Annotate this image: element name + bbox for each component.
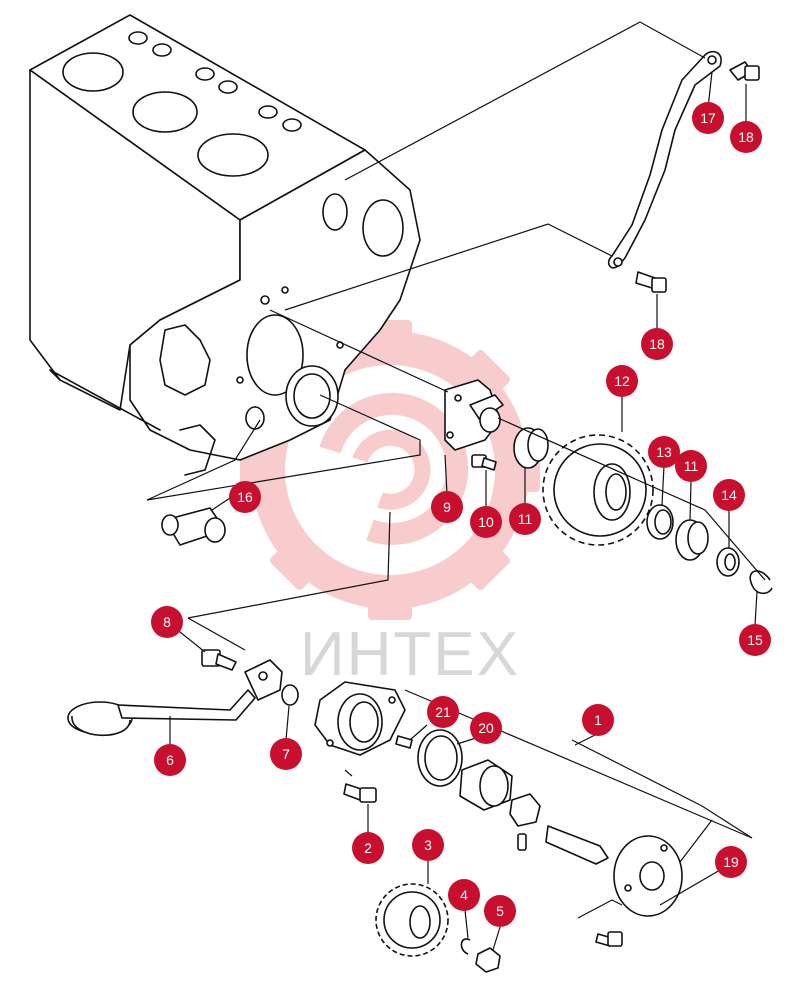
bolt-8: [201, 649, 237, 671]
callout-8-label: 8: [163, 614, 171, 630]
callout-5-label: 5: [496, 903, 504, 919]
washer-14: [716, 547, 740, 577]
callout-13: 13: [648, 436, 680, 468]
callout-4-label: 4: [460, 887, 468, 903]
callout-12: 12: [606, 365, 638, 397]
callout-20-label: 20: [478, 720, 494, 736]
callout-19-label: 19: [723, 854, 739, 870]
callout-11-left: 11: [509, 503, 541, 535]
pump-shaft: [545, 825, 609, 865]
callout-12-label: 12: [614, 373, 630, 389]
engine-block: [29, 14, 421, 476]
callout-18-upper-label: 18: [738, 129, 754, 145]
nut-5: [475, 947, 501, 973]
callout-11-right: 11: [675, 450, 707, 482]
callout-5: 5: [484, 895, 516, 927]
snap-ring-4: [460, 938, 471, 955]
bolt-2: [343, 783, 377, 803]
bearing-11-right: [675, 519, 709, 561]
o-ring-7: [281, 684, 299, 706]
callout-17-label: 17: [700, 110, 716, 126]
pump-cover-19: [613, 835, 683, 917]
callout-8: 8: [151, 606, 183, 638]
callout-2: 2: [352, 832, 384, 864]
callout-21-label: 21: [435, 704, 451, 720]
callout-pointers: [169, 71, 758, 951]
callout-13-label: 13: [656, 444, 672, 460]
callout-1: 1: [582, 704, 614, 736]
callout-7: 7: [270, 738, 302, 770]
pump-rotor-outer: [459, 759, 513, 811]
bearing-11-left: [513, 427, 549, 469]
callout-18-lower: 18: [641, 328, 673, 360]
watermark-label: ИНТЕХ: [300, 620, 520, 689]
dowel-21: [395, 735, 413, 749]
callout-16-label: 16: [237, 489, 253, 505]
callout-19: 19: [715, 846, 747, 878]
dipstick-tube: [607, 50, 722, 269]
callout-11-right-label: 11: [684, 458, 699, 474]
drive-gear-3: [375, 883, 449, 957]
callout-11-left-label: 11: [518, 511, 533, 527]
callout-9: 9: [431, 491, 463, 523]
callout-10-label: 10: [478, 514, 494, 530]
callout-15: 15: [739, 624, 771, 656]
callout-18-lower-label: 18: [649, 336, 665, 352]
idler-shaft-plate: [444, 379, 504, 451]
pump-rotor-inner: [509, 793, 541, 851]
callout-20: 20: [470, 712, 502, 744]
callout-6: 6: [154, 744, 186, 776]
oil-strainer: [67, 659, 283, 737]
callout-21: 21: [427, 696, 459, 728]
callout-3: 3: [412, 829, 444, 861]
callout-10: 10: [470, 506, 502, 538]
callout-2-label: 2: [364, 840, 372, 856]
bolt-18-upper: [729, 61, 760, 81]
callout-14-label: 14: [721, 487, 737, 503]
idler-gear: [542, 434, 654, 546]
bolt-19: [595, 931, 623, 947]
callout-6-label: 6: [166, 752, 174, 768]
callout-7-label: 7: [282, 746, 290, 762]
callouts: 1 2 3 4 5 6 7 8 9 10 11 11 12 13 14 15 1…: [151, 102, 771, 927]
ring-13: [646, 504, 674, 540]
bolt-18-lower: [635, 271, 667, 293]
callout-9-label: 9: [443, 499, 451, 515]
gasket-20: [417, 729, 463, 787]
idler-bolt: [471, 454, 497, 471]
alignment-lines: [146, 21, 766, 919]
watermark-text: ИНТЕХ: [300, 620, 520, 689]
callout-3-label: 3: [424, 837, 432, 853]
part-16-plug: [161, 507, 226, 546]
callout-15-label: 15: [747, 632, 763, 648]
callout-18-upper: 18: [730, 121, 762, 153]
snap-ring-15: [749, 570, 773, 595]
callout-4: 4: [448, 879, 480, 911]
callout-1-label: 1: [594, 712, 602, 728]
callout-17: 17: [692, 102, 724, 134]
oil-pump-housing: [314, 681, 406, 756]
callout-14: 14: [713, 479, 745, 511]
callout-16: 16: [229, 481, 261, 513]
